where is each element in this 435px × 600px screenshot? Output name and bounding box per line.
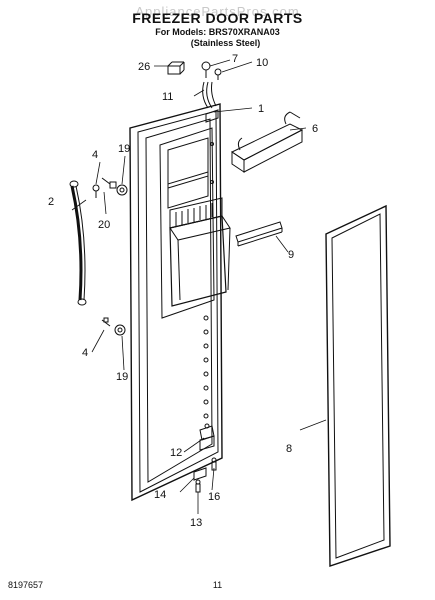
callout-10: 10 bbox=[256, 57, 268, 69]
callout-12: 12 bbox=[170, 447, 182, 459]
door-assembly bbox=[129, 103, 231, 502]
watermark: AppliancePartsPros.com bbox=[135, 4, 300, 19]
upper-handle-hardware bbox=[92, 177, 128, 198]
lower-handle-hardware bbox=[101, 317, 126, 336]
top-hinge-hardware bbox=[167, 61, 222, 109]
callout-1: 1 bbox=[258, 103, 264, 115]
callout-26: 26 bbox=[138, 61, 150, 73]
callout-4-lower: 4 bbox=[82, 347, 88, 359]
callout-16: 16 bbox=[208, 491, 220, 503]
shelf-holes bbox=[203, 315, 209, 419]
callout-9: 9 bbox=[288, 249, 294, 261]
callout-4-upper: 4 bbox=[92, 149, 98, 161]
door-shelf-bin bbox=[230, 111, 304, 173]
callout-13: 13 bbox=[190, 517, 202, 529]
callout-20: 20 bbox=[98, 219, 110, 231]
leader-lines bbox=[71, 59, 327, 514]
callout-19-upper: 19 bbox=[118, 143, 130, 155]
callout-2: 2 bbox=[48, 196, 54, 208]
callout-11: 11 bbox=[162, 91, 173, 103]
door-gasket bbox=[325, 204, 391, 567]
page-number: 11 bbox=[212, 580, 223, 590]
variant-line: (Stainless Steel) bbox=[190, 38, 261, 48]
callout-8: 8 bbox=[286, 443, 292, 455]
callout-19-lower: 19 bbox=[116, 371, 128, 383]
callout-6: 6 bbox=[312, 123, 318, 135]
part-number: 8197657 bbox=[8, 580, 44, 590]
bottom-hinge-hardware bbox=[193, 423, 217, 493]
trim-strip bbox=[235, 221, 283, 247]
callout-labels: 1 2 4 4 6 7 8 9 10 11 12 13 14 16 19 19 … bbox=[48, 53, 318, 529]
door-handle bbox=[69, 180, 87, 306]
page-title: FREEZER DOOR PARTS bbox=[132, 10, 303, 26]
callout-7: 7 bbox=[232, 53, 238, 65]
models-line: For Models: BRS70XRANA03 bbox=[155, 27, 280, 37]
callout-14: 14 bbox=[154, 489, 166, 501]
